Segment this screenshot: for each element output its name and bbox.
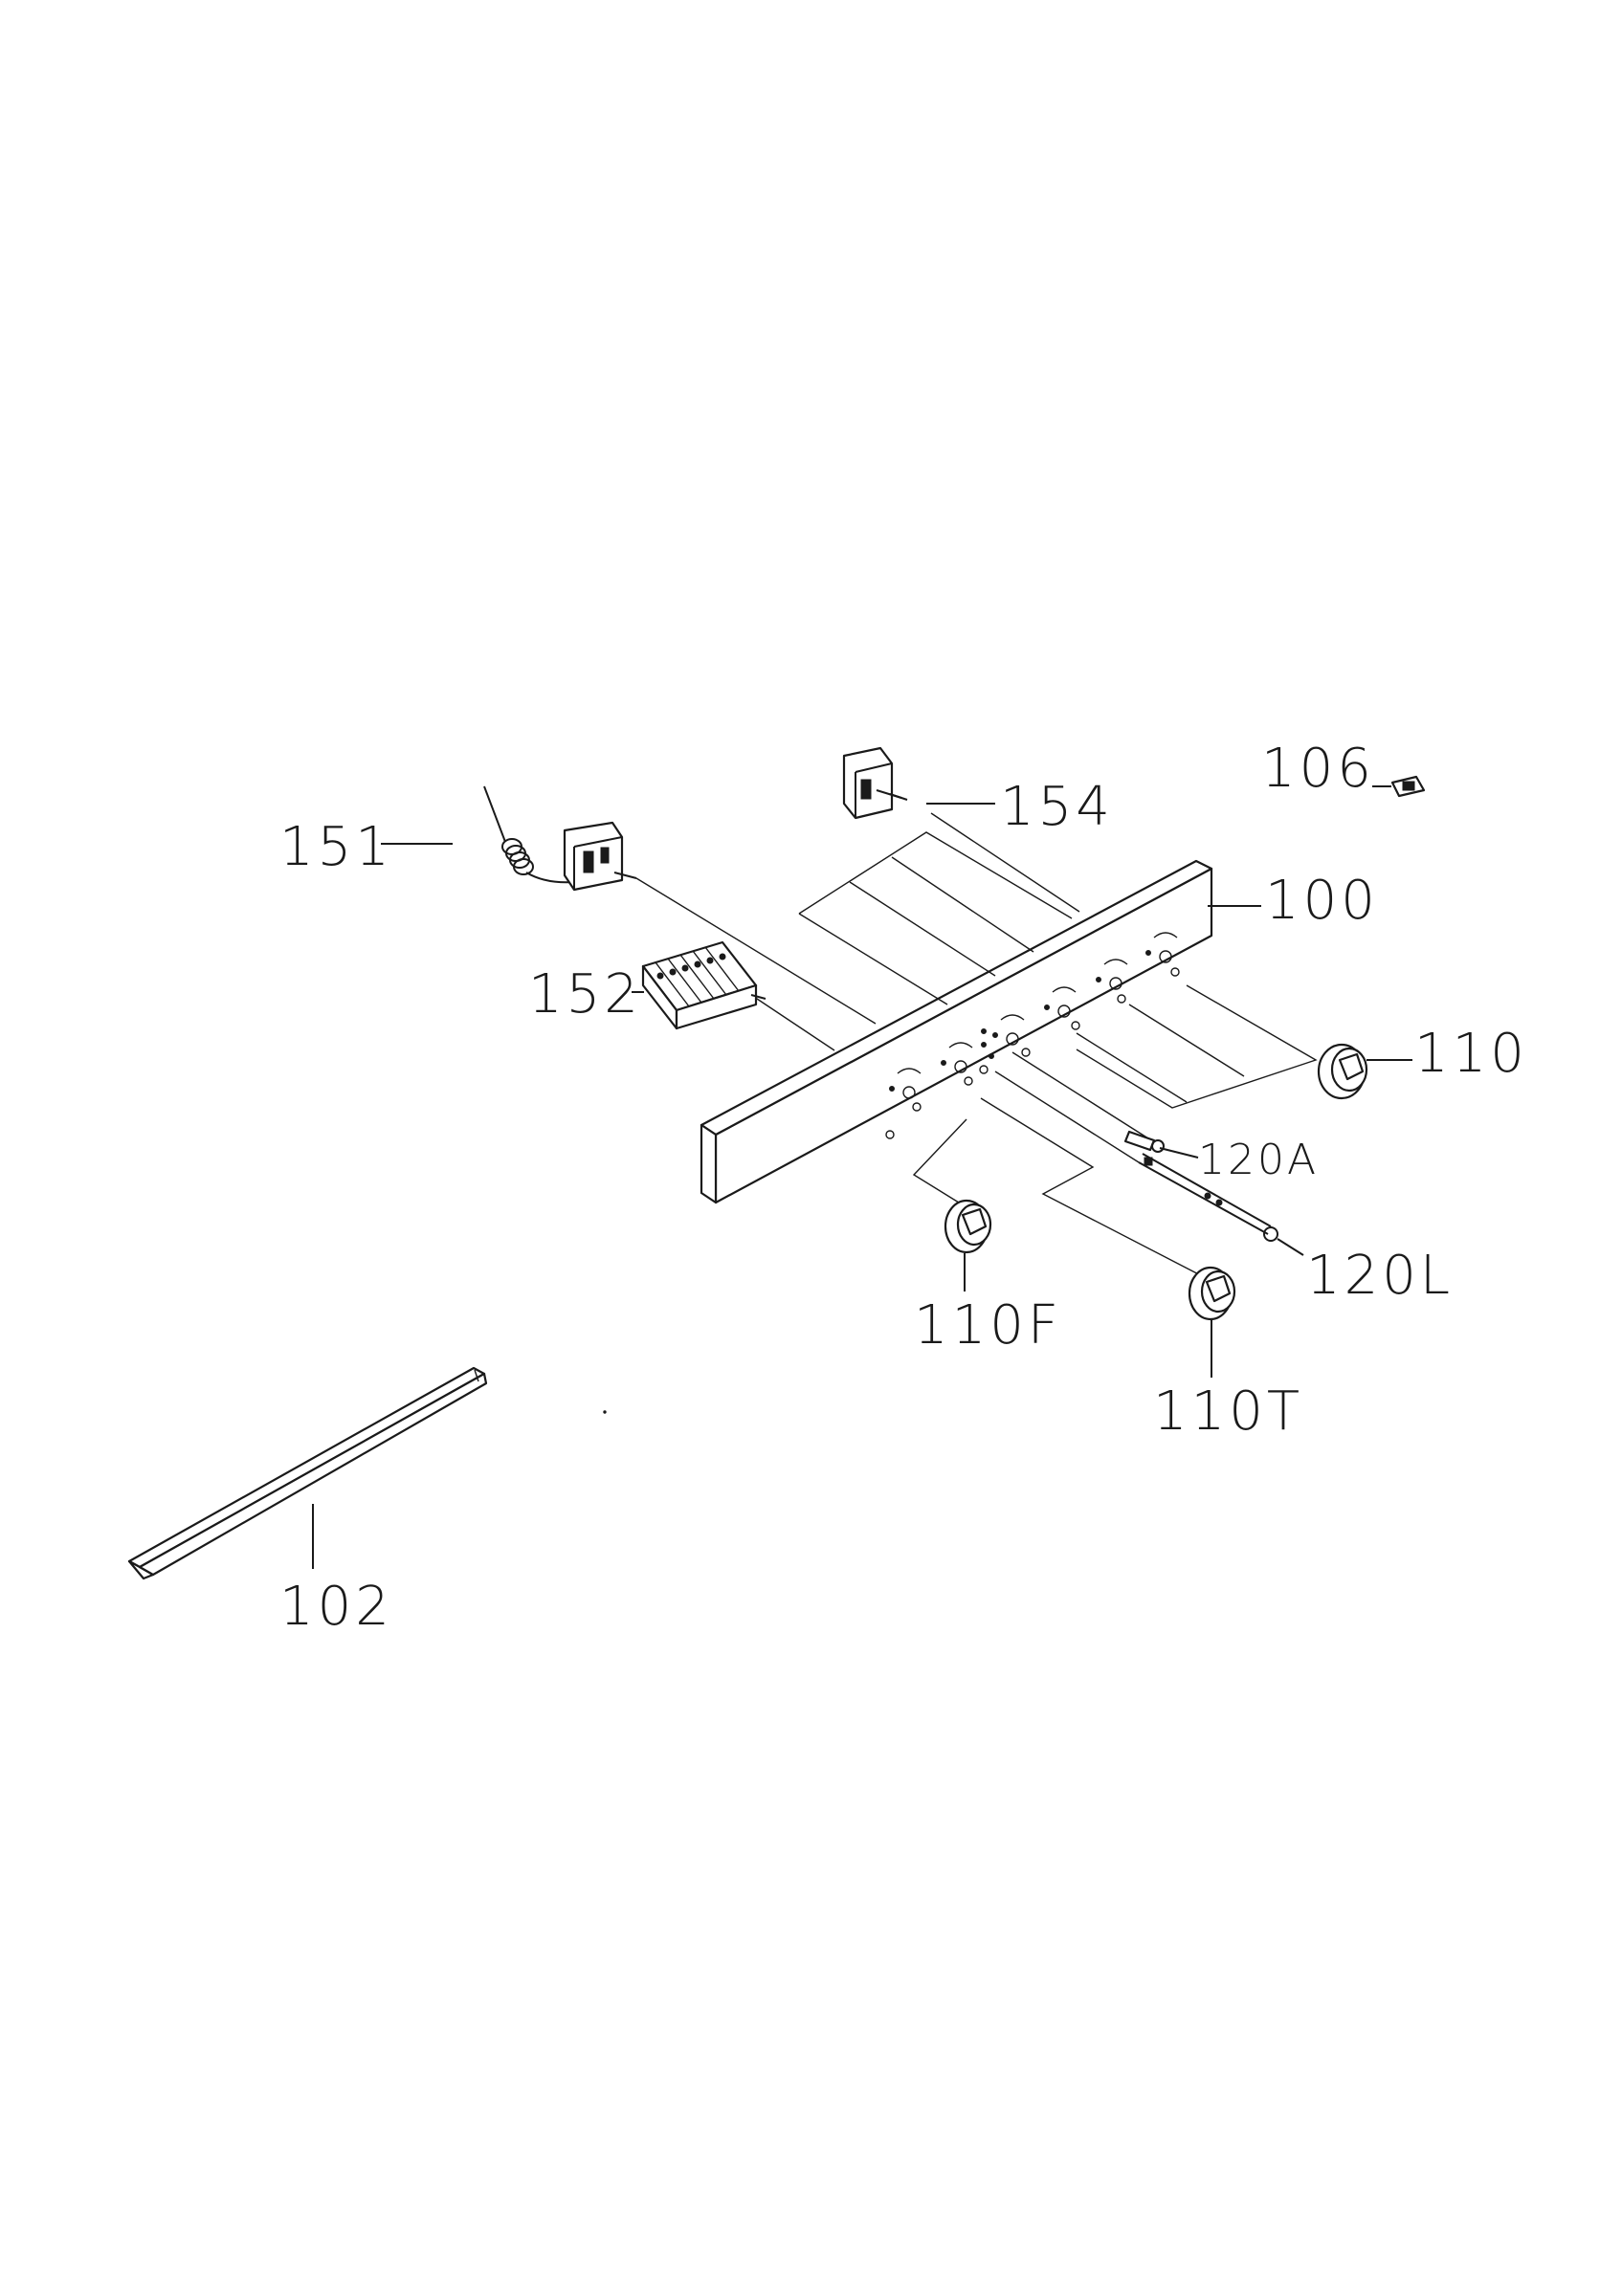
label-120A: 120A	[1198, 1136, 1319, 1184]
knob-110T	[1188, 1266, 1236, 1321]
label-100: 100	[1265, 870, 1379, 932]
label-152: 152	[528, 963, 642, 1026]
label-154: 154	[1000, 776, 1114, 838]
part-labels: 151 152 154 106 100 110 120A 120L 110F 1…	[279, 738, 1528, 1638]
panel-holes	[885, 932, 1180, 1139]
label-151: 151	[279, 816, 393, 878]
control-panel	[700, 859, 1213, 1204]
switch-154	[842, 746, 908, 820]
label-120L: 120L	[1306, 1245, 1454, 1307]
leader-lines	[635, 812, 1318, 1283]
terminal-block-152	[641, 940, 767, 1030]
label-102: 102	[279, 1576, 393, 1638]
label-106: 106	[1261, 738, 1375, 800]
knob-110	[1317, 1043, 1368, 1100]
spindle-120L	[1138, 1153, 1278, 1242]
trim-strip-102	[127, 1366, 607, 1580]
label-110F: 110F	[914, 1294, 1062, 1357]
label-110: 110	[1414, 1023, 1528, 1085]
knob-110F	[944, 1199, 992, 1254]
label-leaders	[312, 785, 1412, 1569]
spindle-120A	[1123, 1130, 1165, 1153]
clip-106	[1390, 775, 1426, 798]
label-110T: 110T	[1153, 1380, 1303, 1443]
thermostat-151	[483, 785, 637, 892]
